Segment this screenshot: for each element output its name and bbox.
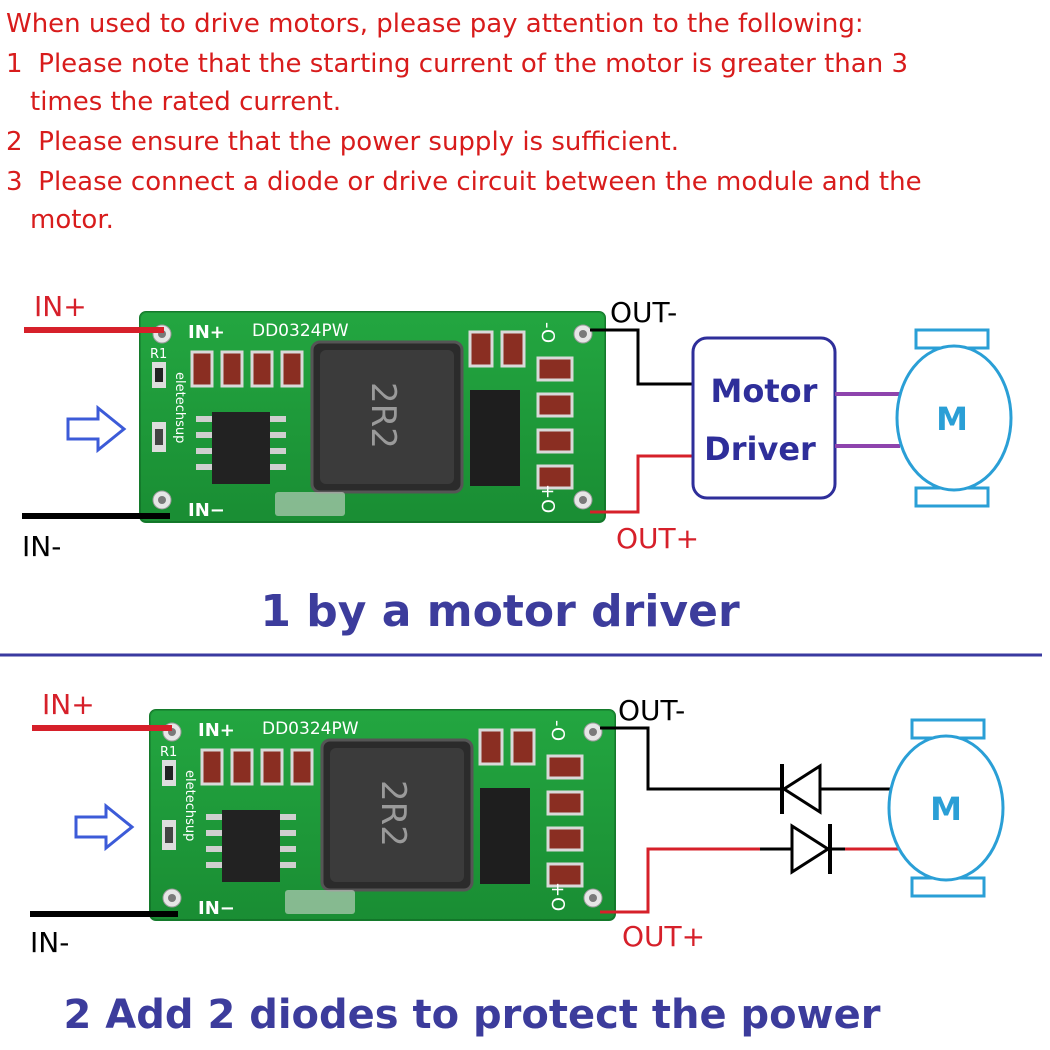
note-item-2: 2 Please ensure that the power supply is… — [6, 127, 679, 157]
motor-1: M — [895, 328, 1013, 508]
pcb-in-plus-label: IN+ — [198, 720, 235, 741]
pcb-model-label: DD0324PW — [252, 321, 349, 341]
in-plus-label: IN+ — [34, 290, 87, 323]
dc-dc-module-board-1: IN+ DD0324PW R1 eletechsup IN− 2R2 -O +O — [138, 310, 607, 524]
out-plus-wire — [600, 847, 760, 914]
motor-2-label: M — [930, 790, 962, 828]
pcb-in-minus-label: IN− — [188, 500, 225, 521]
pcb-brand-label: eletechsup — [172, 372, 187, 443]
out-minus-wire — [600, 726, 890, 791]
warning-notes: When used to drive motors, please pay at… — [6, 4, 1046, 240]
pcb-out-plus-label: +O — [547, 882, 568, 911]
diagram-2: IN+ DD0324PW R1 eletechsup IN− 2R2 -O +O… — [30, 688, 1005, 959]
inductor-label: 2R2 — [363, 382, 403, 449]
note-item-1-cont: times the rated current. — [30, 87, 342, 117]
note-item-1: 1 Please note that the starting current … — [6, 49, 908, 79]
motor-driver-label-line2: Driver — [704, 430, 816, 468]
motor-1-label: M — [936, 400, 968, 438]
pcb-r1-label: R1 — [150, 347, 167, 362]
pcb-in-plus-label: IN+ — [188, 322, 225, 343]
pcb-r1-label: R1 — [160, 745, 177, 760]
out-minus-label: OUT- — [618, 694, 685, 727]
input-arrow-icon — [74, 802, 135, 852]
in-minus-label: IN- — [22, 530, 61, 563]
input-arrow-icon — [66, 404, 127, 454]
notes-heading: When used to drive motors, please pay at… — [6, 9, 864, 39]
out-plus-label: OUT+ — [616, 522, 699, 555]
out-plus-label: OUT+ — [622, 920, 705, 953]
note-item-3-cont: motor. — [30, 205, 114, 235]
diode-1-icon — [780, 763, 822, 815]
inductor-label: 2R2 — [373, 780, 413, 847]
pcb-out-minus-label: -O — [537, 322, 558, 343]
in-minus-label: IN- — [30, 926, 69, 959]
motor-2: M — [887, 718, 1005, 898]
out-plus-wire — [590, 454, 696, 514]
diagram-1: IN+ DD0324PW R1 eletechsup IN− 2R2 -O +O… — [22, 290, 1013, 563]
pcb-model-label: DD0324PW — [262, 719, 359, 739]
in-plus-label: IN+ — [42, 688, 95, 721]
note-item-3: 3 Please connect a diode or drive circui… — [6, 167, 922, 197]
pcb-out-minus-label: -O — [547, 720, 568, 741]
diagram-2-caption: 2 Add 2 diodes to protect the power — [63, 992, 881, 1038]
out-minus-label: OUT- — [610, 296, 677, 329]
pcb-in-minus-label: IN− — [198, 898, 235, 919]
pcb-out-plus-label: +O — [537, 484, 558, 513]
diode-2-icon — [790, 823, 832, 875]
pcb-brand-label: eletechsup — [182, 770, 197, 841]
dc-dc-module-board-2: IN+ DD0324PW R1 eletechsup IN− 2R2 -O +O — [148, 708, 617, 922]
out-minus-wire — [590, 328, 696, 386]
motor-driver-label-line1: Motor — [711, 372, 818, 410]
diagram-1-caption: 1 by a motor driver — [260, 586, 740, 637]
motor-driver-box — [691, 336, 837, 500]
